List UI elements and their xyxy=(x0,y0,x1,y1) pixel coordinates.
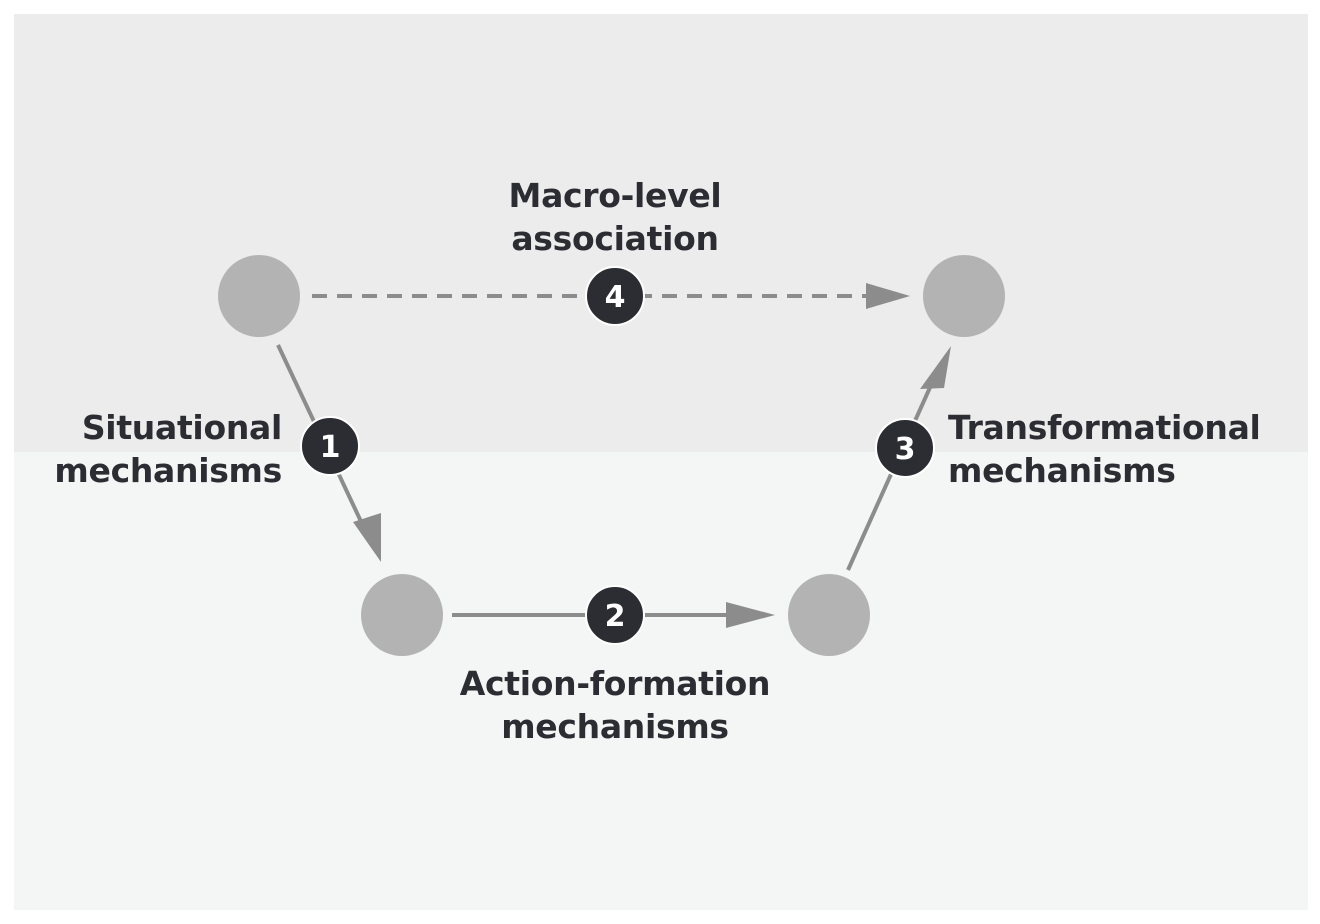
micro-right-node xyxy=(788,574,870,656)
micro-left-node xyxy=(361,574,443,656)
badge-situational-number: 1 xyxy=(320,430,341,465)
action-formation-mechanisms-label: Action-formation mechanisms xyxy=(415,662,815,748)
macro-right-node xyxy=(923,255,1005,337)
macro-association-label: Macro-level association xyxy=(415,174,815,260)
situational-label-line-2: mechanisms xyxy=(54,451,282,490)
badge-transformational-number: 3 xyxy=(895,432,916,467)
badge-action-number: 2 xyxy=(605,599,626,634)
situational-arrowhead xyxy=(353,513,381,562)
badge-macro-association: 4 xyxy=(585,266,645,326)
action-label-line-2: mechanisms xyxy=(501,707,729,746)
situational-label-line-1: Situational xyxy=(81,408,282,447)
action-label-line-1: Action-formation xyxy=(459,664,771,703)
badge-transformational: 3 xyxy=(875,418,935,478)
action-formation-arrowhead xyxy=(726,602,775,628)
badge-macro-number: 4 xyxy=(605,280,626,315)
macro-level-background xyxy=(14,14,1308,452)
transformational-mechanisms-label: Transformational mechanisms xyxy=(948,406,1298,492)
macro-left-node xyxy=(218,255,300,337)
transformational-label-line-1: Transformational xyxy=(948,408,1261,447)
macro-association-arrowhead xyxy=(866,283,910,309)
situational-mechanisms-label: Situational mechanisms xyxy=(20,406,282,492)
badge-situational: 1 xyxy=(300,416,360,476)
macro-association-label-line-2: association xyxy=(511,219,719,258)
macro-association-label-line-1: Macro-level xyxy=(508,176,722,215)
transformational-arrow-line xyxy=(846,382,934,571)
badge-action-formation: 2 xyxy=(585,585,645,645)
transformational-arrowhead xyxy=(920,346,951,389)
micro-level-background xyxy=(14,452,1308,910)
transformational-label-line-2: mechanisms xyxy=(948,451,1176,490)
